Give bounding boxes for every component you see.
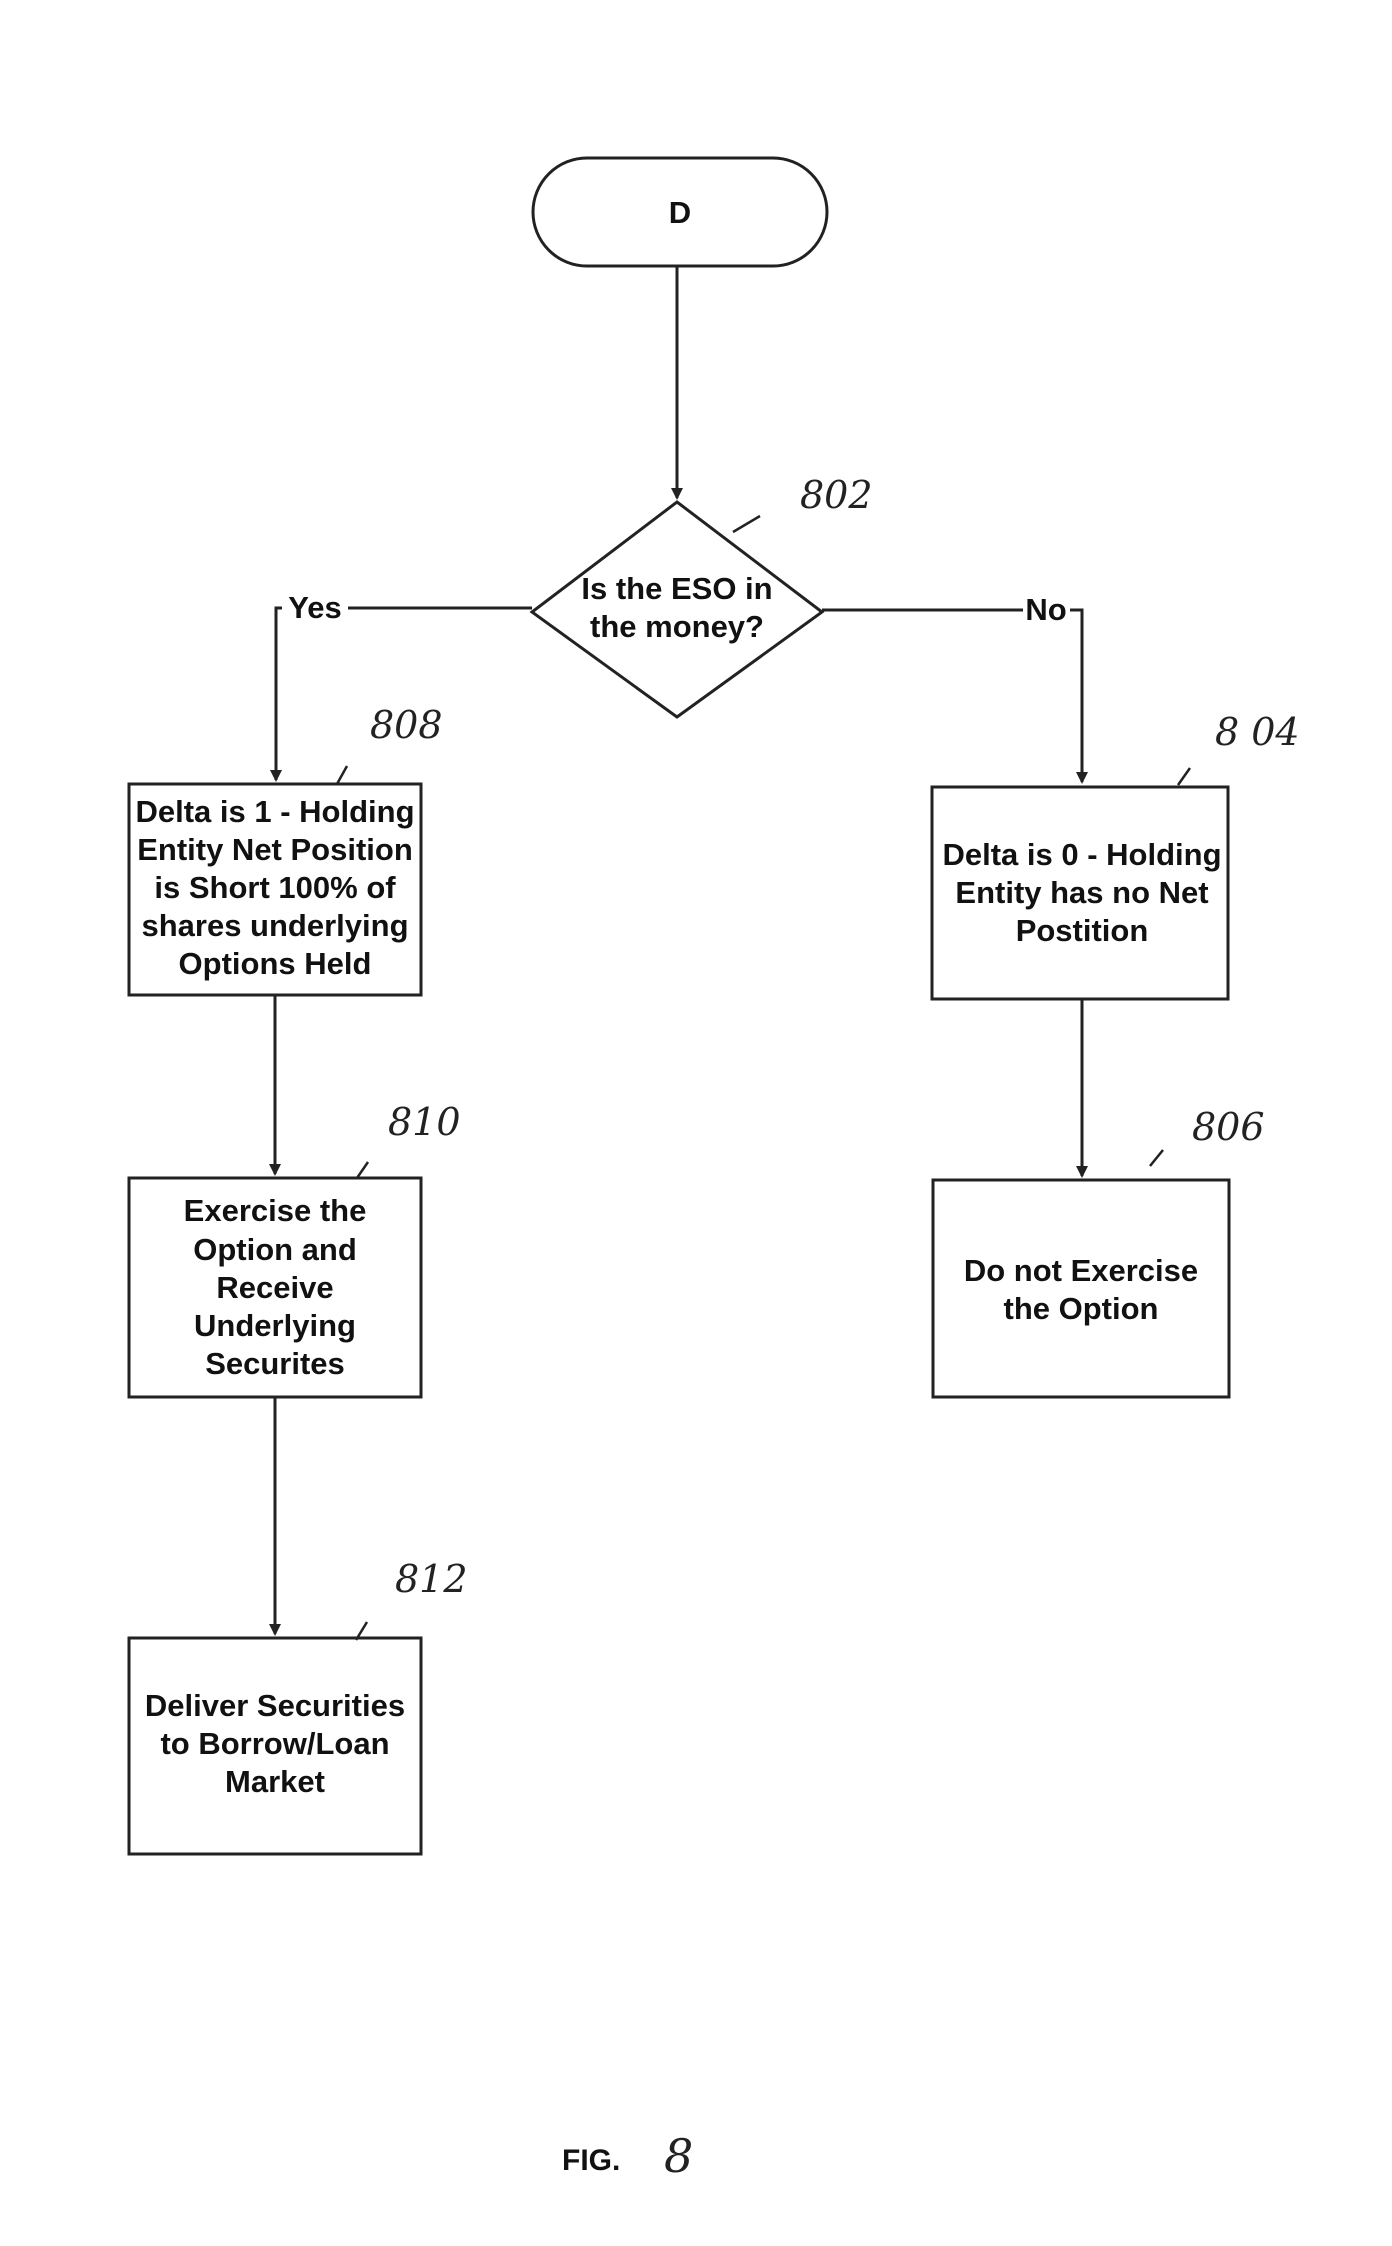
- process-box-810-line-4: Underlying: [194, 1308, 356, 1343]
- process-box-812-line-3: Market: [225, 1764, 325, 1799]
- process-box-812-ref-number: 812: [395, 1557, 468, 1601]
- process-box-806-line-1: Do not Exercise: [964, 1253, 1198, 1288]
- decision-node: Is the ESO in the money?: [532, 502, 822, 717]
- decision-label-line-1: Is the ESO in: [581, 571, 772, 606]
- process-box-808-line-4: shares underlying: [141, 908, 408, 943]
- process-box-804-line-1: Delta is 0 - Holding: [942, 837, 1221, 872]
- process-box-810-line-5: Securites: [205, 1346, 345, 1381]
- process-box-804-line-2: Entity has no Net: [955, 875, 1208, 910]
- figure-caption-number: 8: [664, 2129, 693, 2183]
- process-box-808-ref-number: 808: [370, 703, 443, 747]
- process-box-810-ref-number: 810: [388, 1100, 461, 1144]
- process-box-812-line-2: to Borrow/Loan: [160, 1726, 389, 1761]
- figure-caption-prefix: FIG.: [562, 2144, 620, 2177]
- figure-caption: FIG. 8: [562, 2129, 693, 2183]
- edge-no-segment-down: [1070, 610, 1082, 782]
- process-box-812: Deliver Securities to Borrow/Loan Market: [129, 1638, 421, 1854]
- edge-yes-segment-down: [276, 608, 282, 780]
- edge-yes: Yes: [276, 590, 532, 780]
- process-box-804-line-3: Postition: [1016, 913, 1149, 948]
- process-box-806-ref-leader: [1150, 1150, 1163, 1166]
- process-box-810-line-1: Exercise the: [184, 1193, 367, 1228]
- edge-no: No: [822, 592, 1082, 782]
- process-box-808: Delta is 1 - Holding Entity Net Position…: [129, 784, 421, 995]
- process-box-810: Exercise the Option and Receive Underlyi…: [129, 1178, 421, 1397]
- process-box-808-line-5: Options Held: [179, 946, 372, 981]
- process-box-808-line-2: Entity Net Position: [137, 832, 413, 867]
- process-box-808-ref-leader: [337, 766, 347, 784]
- edge-yes-label: Yes: [288, 590, 341, 625]
- edge-no-label: No: [1025, 592, 1066, 627]
- process-box-806-shape: [933, 1180, 1229, 1397]
- process-box-804-ref-number: 8 04: [1215, 710, 1300, 754]
- start-terminal-label: D: [669, 195, 691, 230]
- process-box-810-line-2: Option and: [193, 1232, 357, 1267]
- process-box-804-ref-leader: [1178, 768, 1190, 785]
- process-box-810-ref-leader: [357, 1162, 368, 1178]
- process-box-806: Do not Exercise the Option: [933, 1180, 1229, 1397]
- process-box-806-ref-number: 806: [1192, 1105, 1265, 1149]
- process-box-812-line-1: Deliver Securities: [145, 1688, 405, 1723]
- start-terminal: D: [533, 158, 827, 266]
- process-box-804: Delta is 0 - Holding Entity has no Net P…: [932, 787, 1228, 999]
- decision-ref-leader: [733, 516, 760, 532]
- decision-ref-number: 802: [800, 473, 873, 517]
- decision-label-line-2: the money?: [590, 609, 764, 644]
- process-box-806-line-2: the Option: [1004, 1291, 1159, 1326]
- process-box-808-line-1: Delta is 1 - Holding: [135, 794, 414, 829]
- process-box-808-line-3: is Short 100% of: [154, 870, 396, 905]
- process-box-810-line-3: Receive: [216, 1270, 333, 1305]
